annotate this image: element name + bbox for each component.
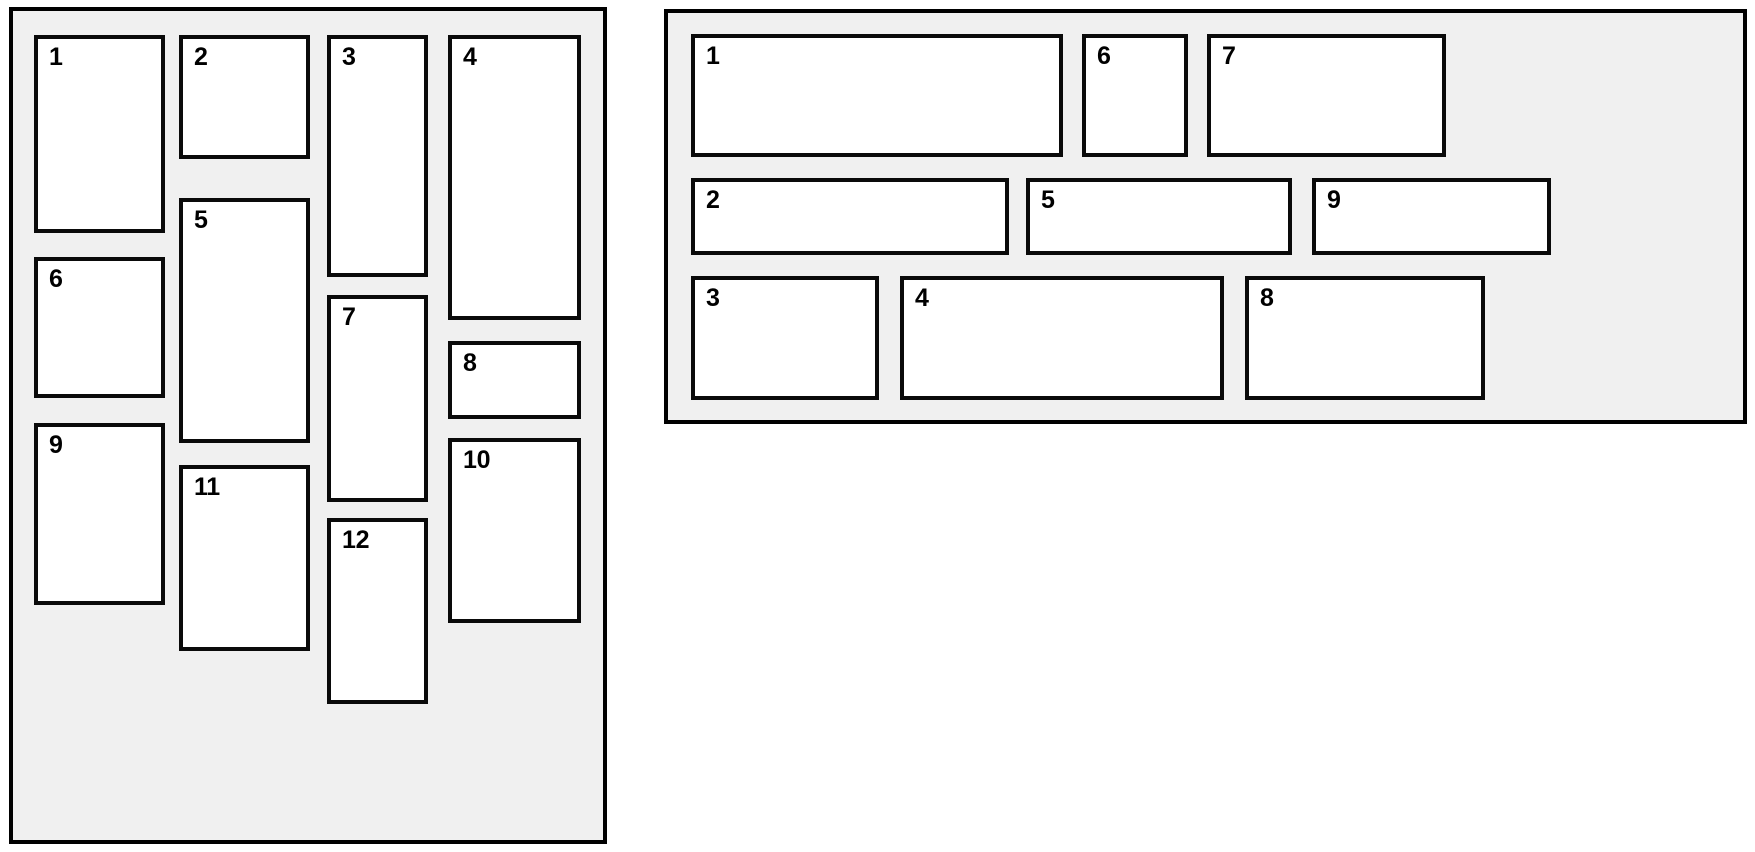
layout-box-7[interactable]: 7 — [327, 295, 428, 502]
layout-box-11[interactable]: 11 — [179, 465, 310, 651]
layout-box-4[interactable]: 4 — [900, 276, 1224, 400]
box-label: 4 — [463, 43, 477, 71]
layout-box-5[interactable]: 5 — [179, 198, 310, 443]
box-label: 3 — [342, 43, 356, 71]
box-label: 11 — [194, 473, 220, 501]
box-label: 12 — [342, 526, 370, 554]
layout-box-8[interactable]: 8 — [448, 341, 581, 419]
layout-box-9[interactable]: 9 — [34, 423, 165, 605]
box-label: 1 — [49, 43, 63, 71]
layout-box-1[interactable]: 1 — [34, 35, 165, 233]
layout-box-5[interactable]: 5 — [1026, 178, 1292, 255]
box-label: 2 — [706, 186, 720, 214]
box-label: 9 — [49, 431, 63, 459]
layout-box-3[interactable]: 3 — [327, 35, 428, 277]
layout-box-4[interactable]: 4 — [448, 35, 581, 320]
layout-box-6[interactable]: 6 — [34, 257, 165, 398]
layout-box-8[interactable]: 8 — [1245, 276, 1485, 400]
box-label: 4 — [915, 284, 929, 312]
box-label: 2 — [194, 43, 208, 71]
box-label: 6 — [1097, 42, 1111, 70]
layout-box-9[interactable]: 9 — [1312, 178, 1551, 255]
box-label: 9 — [1327, 186, 1341, 214]
box-label: 5 — [1041, 186, 1055, 214]
layout-box-2[interactable]: 2 — [179, 35, 310, 159]
box-label: 10 — [463, 446, 491, 474]
layout-box-2[interactable]: 2 — [691, 178, 1009, 255]
layout-box-3[interactable]: 3 — [691, 276, 879, 400]
box-label: 5 — [194, 206, 208, 234]
box-label: 8 — [463, 349, 477, 377]
layout-box-12[interactable]: 12 — [327, 518, 428, 704]
box-label: 3 — [706, 284, 720, 312]
box-label: 1 — [706, 42, 720, 70]
box-label: 6 — [49, 265, 63, 293]
right-layout-panel: 1 6 7 2 5 9 3 4 8 — [664, 9, 1747, 424]
box-label: 7 — [1222, 42, 1236, 70]
box-label: 8 — [1260, 284, 1274, 312]
layout-box-10[interactable]: 10 — [448, 438, 581, 623]
layout-box-1[interactable]: 1 — [691, 34, 1063, 157]
box-label: 7 — [342, 303, 356, 331]
layout-box-7[interactable]: 7 — [1207, 34, 1446, 157]
layout-box-6[interactable]: 6 — [1082, 34, 1188, 157]
